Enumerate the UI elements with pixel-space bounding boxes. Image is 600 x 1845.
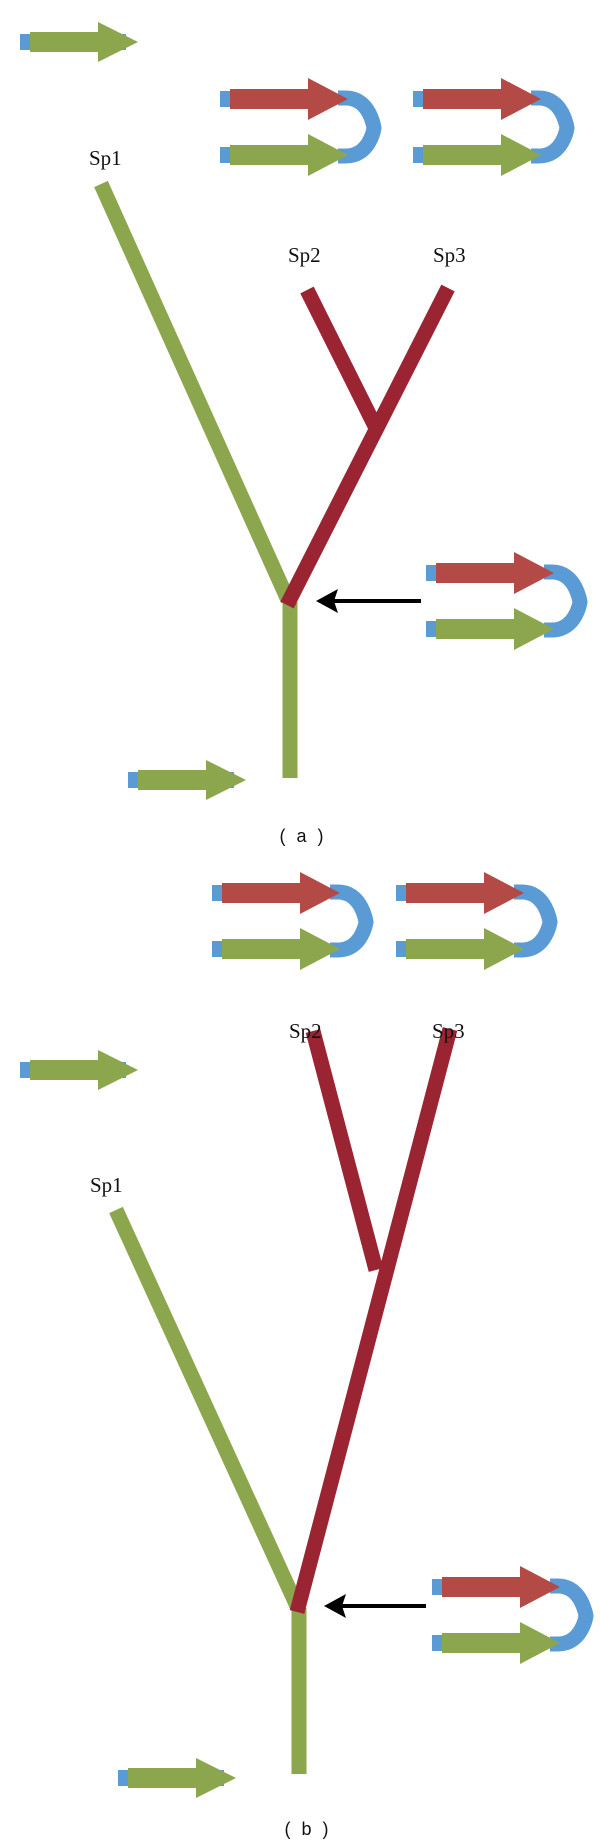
species-label-sp2: Sp2 [289, 1019, 322, 1043]
branch-sp1 [94, 180, 295, 604]
species-label-sp3: Sp3 [433, 243, 466, 267]
branch-sp1 [109, 1206, 304, 1610]
species-label-sp2: Sp2 [288, 243, 321, 267]
branch-sp3 [289, 1027, 458, 1614]
branch-sp2 [305, 1029, 384, 1272]
duplicated-gene-pair-icon [220, 78, 374, 176]
species-label-sp3: Sp3 [432, 1019, 465, 1043]
duplicated-gene-pair-icon [413, 78, 567, 176]
species-label-sp1: Sp1 [89, 146, 122, 170]
duplicated-gene-pair-icon [212, 872, 366, 970]
duplicated-gene-pair-icon [396, 872, 550, 970]
single-gene-arrow-icon [118, 1758, 236, 1798]
panel-a: Sp1 Sp2 Sp3 ( a ) [20, 22, 580, 846]
panel-label-b: ( b ) [284, 1819, 331, 1839]
event-pointer-arrow-icon [316, 589, 421, 613]
single-gene-arrow-icon [128, 760, 246, 800]
species-label-sp1: Sp1 [90, 1173, 123, 1197]
branch-sp2 [300, 286, 384, 434]
duplicated-gene-pair-icon [432, 1566, 586, 1664]
panel-b: Sp1 Sp2 Sp3 ( b ) [20, 872, 586, 1839]
duplicated-gene-pair-icon [426, 552, 580, 650]
event-pointer-arrow-icon [324, 1594, 426, 1618]
panel-label-a: ( a ) [279, 826, 326, 846]
branch-sp3 [280, 284, 455, 609]
single-gene-arrow-icon [20, 1050, 138, 1090]
single-gene-arrow-icon [20, 22, 138, 62]
